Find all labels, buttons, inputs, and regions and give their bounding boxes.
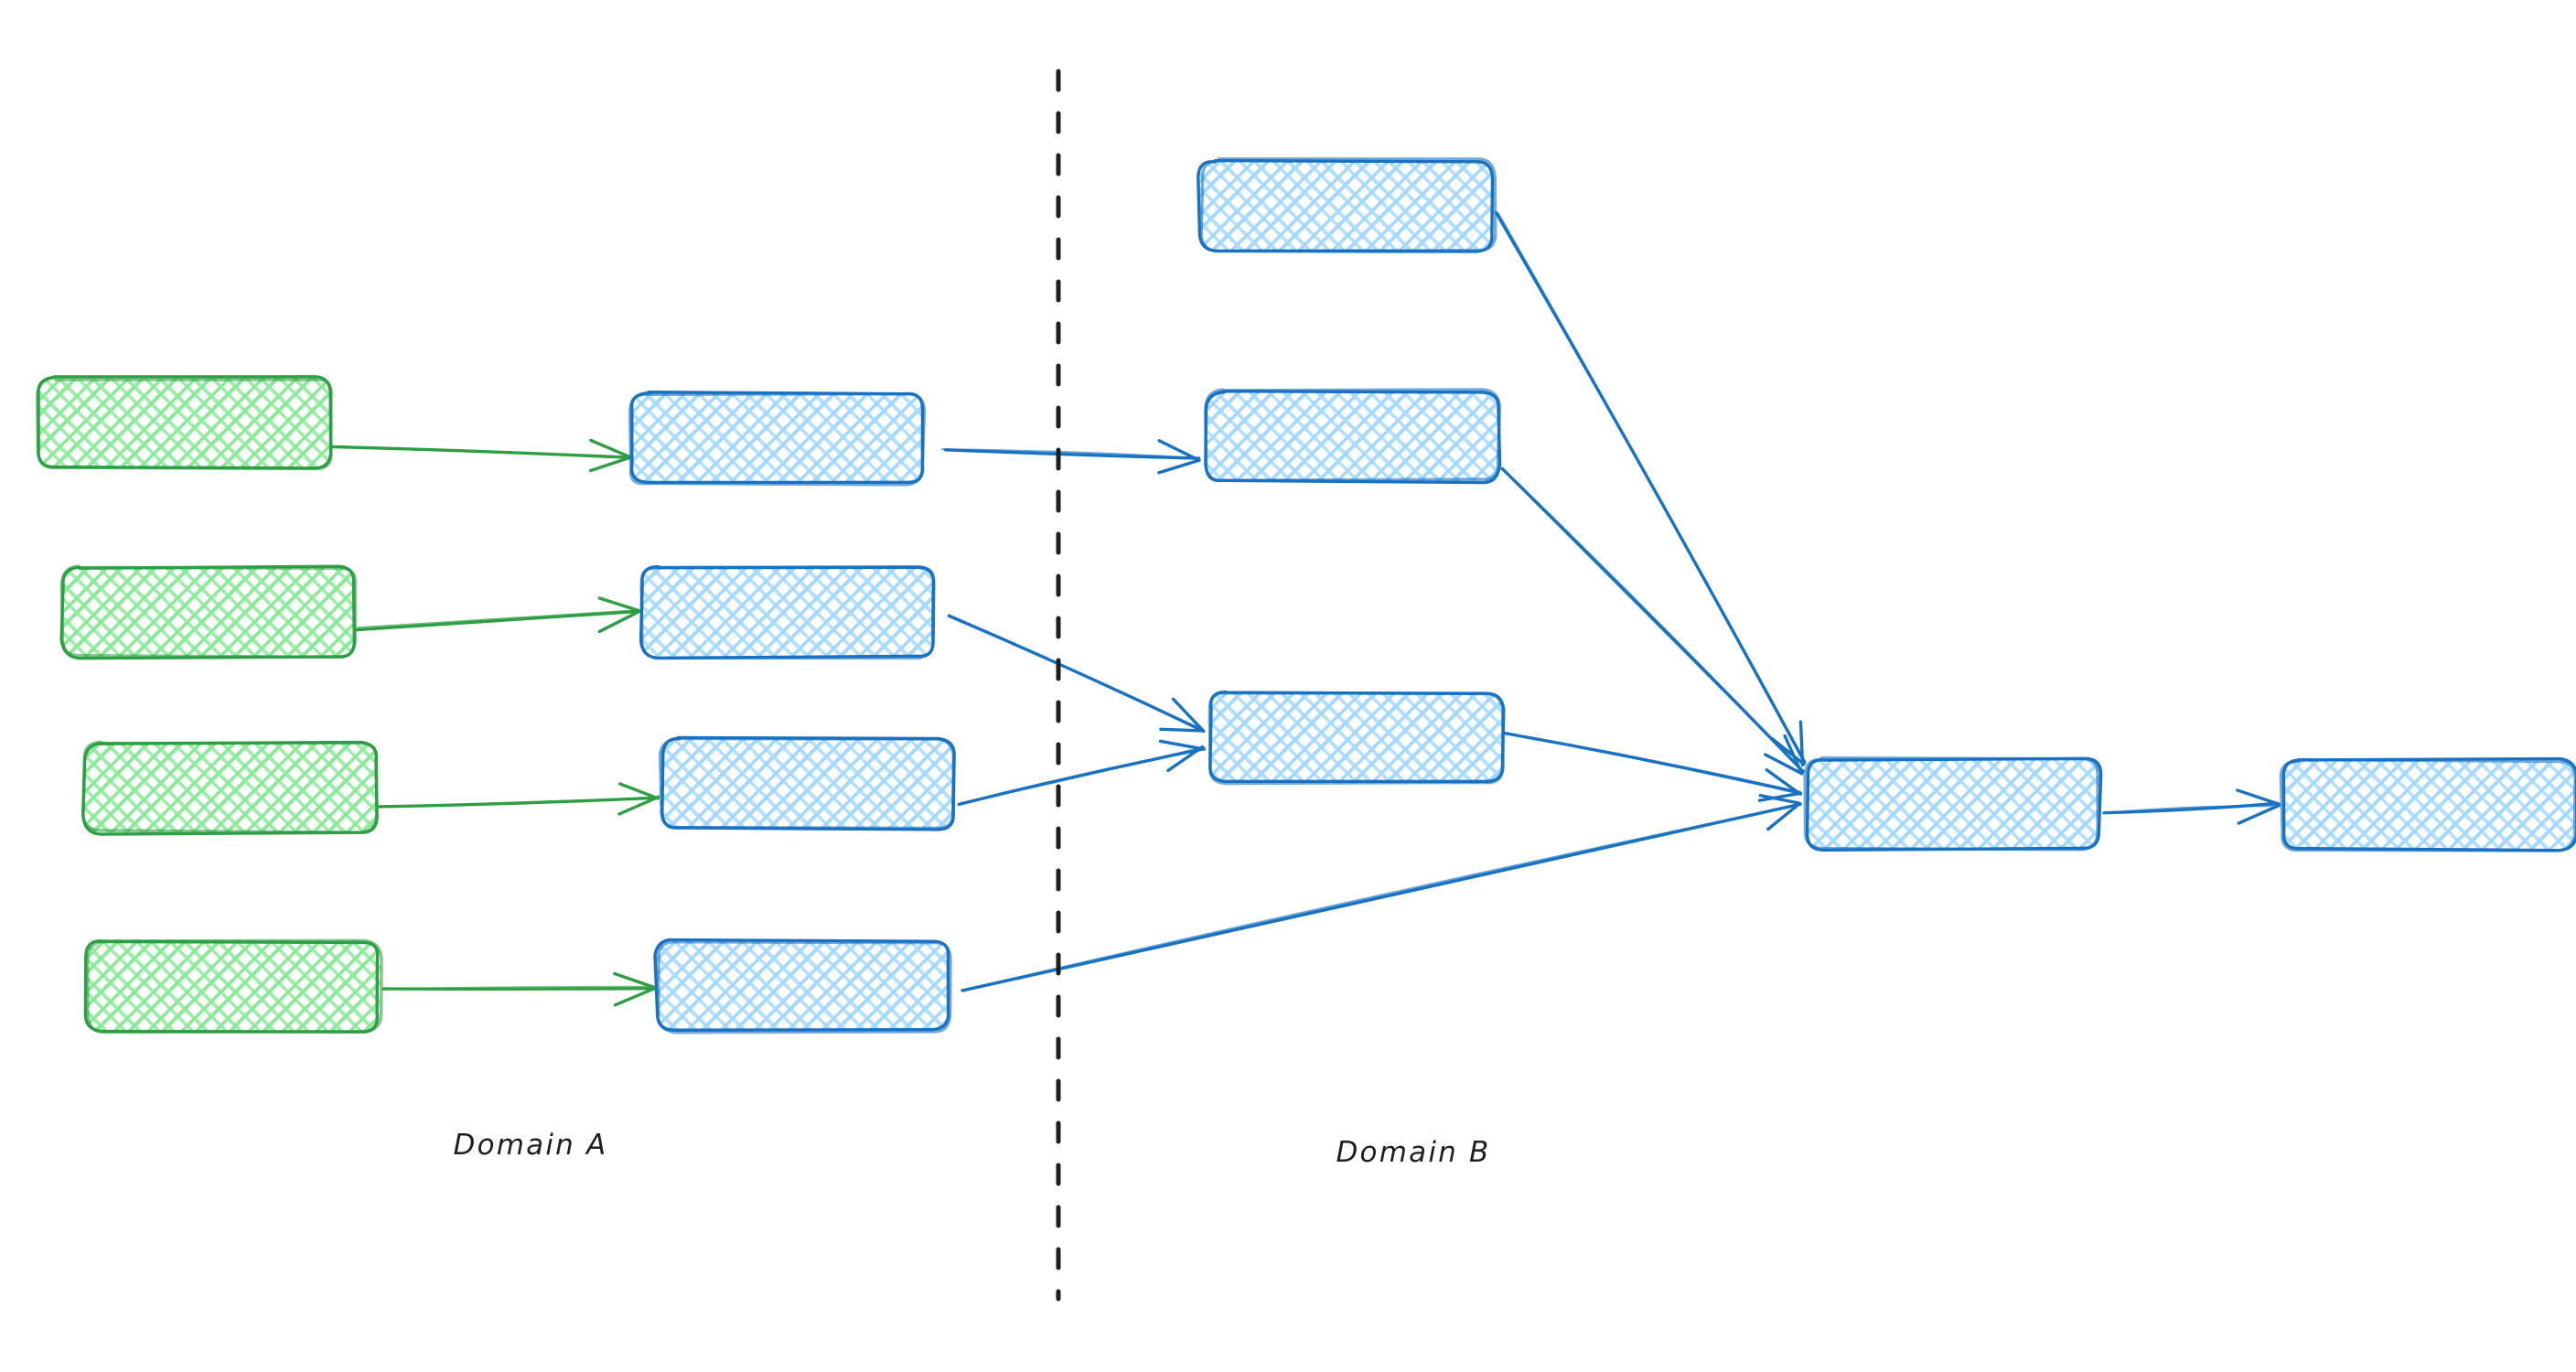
node-out[interactable] [2279,756,2576,852]
node-outline [36,376,333,471]
arrowhead-barb [618,782,660,800]
label-layer: Domain A Domain B [454,1129,1490,1169]
node-ba4[interactable] [653,938,952,1034]
node-fill-hatch-b [38,378,331,469]
edge-line [944,448,1201,460]
node-outline [80,740,379,834]
arrowhead-barb [1158,739,1207,751]
node-ga1[interactable] [36,375,333,471]
edge-line [947,615,1203,733]
edge-layer [330,210,2281,1007]
edge-line [378,797,660,809]
node-fill-hatch-b [630,393,925,483]
node-fill-hatch-b [1198,159,1494,251]
edge-line [1497,212,1807,766]
edge-e8[interactable] [1494,210,1807,767]
node-fill-hatch-b [1805,758,2100,849]
edge-e6[interactable] [947,614,1206,734]
node-outline [1199,157,1497,252]
arrowhead-barb [2236,788,2281,806]
node-fill-hatch-b [83,741,378,834]
edge-e5[interactable] [941,439,1201,475]
edge-e1[interactable] [330,438,632,473]
node-fill-hatch-b [1205,391,1499,482]
node-fill-hatch-b [659,738,954,831]
node-fill-hatch-b [1208,692,1503,784]
node-agg[interactable] [1803,756,2103,852]
edge-e3[interactable] [376,782,661,816]
edge-e11[interactable] [961,793,1802,992]
node-outline [59,564,358,659]
node-bb3[interactable] [1208,691,1506,786]
arrowhead-barb [617,794,661,816]
arrowhead-barb [1764,753,1803,776]
edge-e7[interactable] [957,739,1207,807]
arrowhead-barb [1798,720,1805,767]
label-domain-a: Domain A [454,1129,608,1162]
arrowhead-barb [613,971,656,989]
node-outline [1208,691,1505,786]
arrowhead-barb [1157,439,1200,462]
edge-line [1501,468,1805,773]
node-fill-hatch-b [2281,760,2575,851]
edge-e10[interactable] [1502,731,1803,802]
arrowhead-barb [2237,803,2281,825]
node-outline [628,391,927,487]
edge-line [959,745,1206,805]
edge-line [962,803,1802,991]
node-outline [658,736,955,831]
node-outline [656,939,952,1034]
node-fill-hatch-b [656,940,950,1031]
node-outline [2279,757,2576,852]
arrowhead-barb [1166,745,1205,773]
arrowhead-barb [597,596,641,613]
arrowhead-barb [1783,734,1804,776]
arrowhead-barb [589,438,632,459]
arrowhead-barb [1157,458,1201,475]
edge-line [381,985,655,991]
edge-line [1505,732,1802,796]
edge-line [357,608,641,629]
node-fill-hatch-b [639,566,934,658]
edge-line [353,609,640,632]
node-layer [36,157,2576,1034]
node-ga4[interactable] [83,938,383,1034]
arrowhead-barb [1171,697,1206,734]
node-fill-hatch-b [87,939,381,1031]
node-outline [639,564,935,660]
arrowhead-barb [1159,727,1205,733]
node-ga3[interactable] [80,740,379,836]
node-ba3[interactable] [658,735,956,831]
arrowhead-barb [588,456,632,473]
node-bb2[interactable] [1204,388,1502,485]
arrowhead-barb [1757,791,1803,802]
label-domain-b: Domain B [1336,1136,1490,1169]
node-outline [1803,756,2099,852]
edge-e9[interactable] [1500,466,1805,776]
arrowhead-barb [613,987,656,1007]
arrowhead-barb [1766,802,1801,831]
arrowhead-barb [597,610,640,634]
edge-e4[interactable] [381,971,656,1007]
edge-line [331,445,631,459]
node-ga2[interactable] [59,564,358,660]
node-fill-hatch-b [61,566,355,659]
node-outline [85,938,383,1034]
node-outline [1204,388,1502,482]
edge-line [2102,805,2278,815]
edge-line [941,448,1200,459]
edge-e2[interactable] [353,596,641,634]
edge-e12[interactable] [2102,788,2281,825]
arrowhead-barb [1758,793,1801,805]
node-bb1[interactable] [1197,157,1497,253]
node-ba2[interactable] [639,564,936,660]
node-ba1[interactable] [628,391,927,487]
arrowhead-barb [1765,768,1802,796]
